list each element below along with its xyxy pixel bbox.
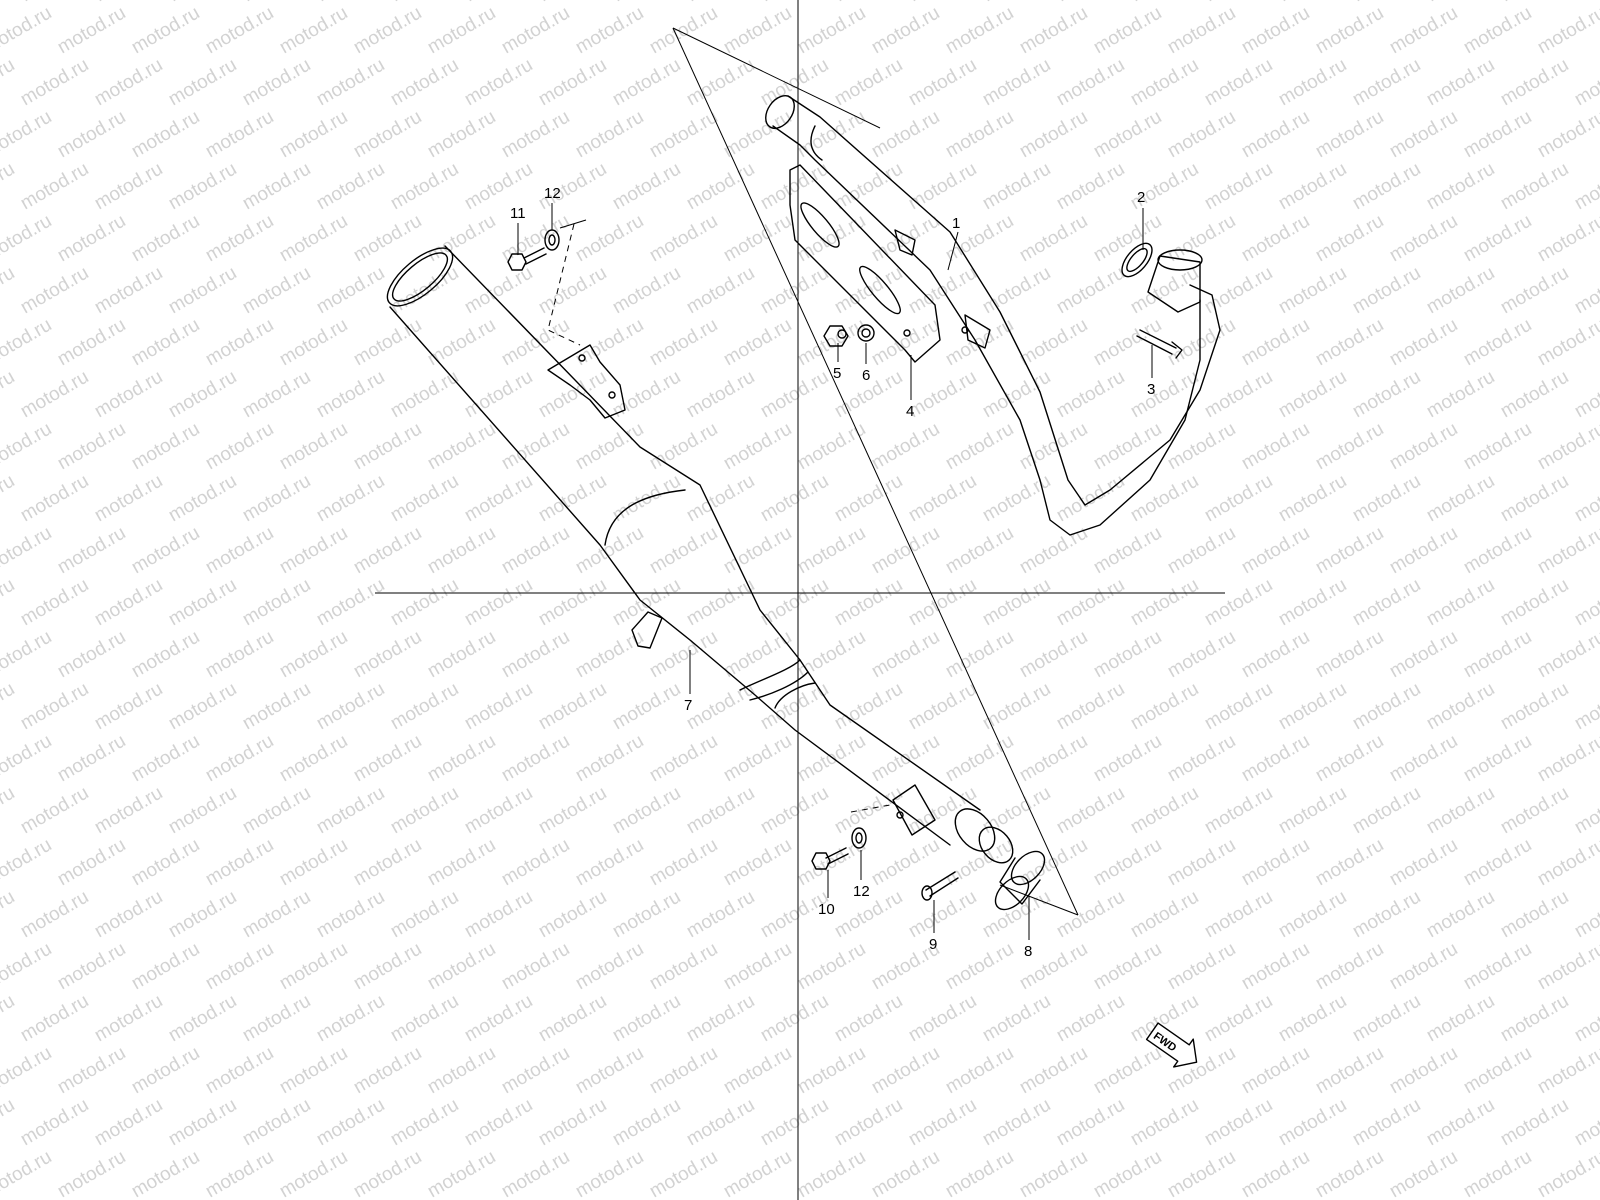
assembly-guides	[547, 219, 891, 813]
callout-8: 8	[1024, 943, 1032, 960]
callout-labels: 1 2 3 4 5 6 7 8 9 10 11 12 12	[510, 185, 1155, 960]
callout-2: 2	[1137, 189, 1145, 206]
reference-crosshair	[375, 0, 1225, 1200]
callout-11: 11	[510, 205, 526, 222]
callout-9: 9	[929, 936, 937, 953]
callout-10: 10	[818, 901, 835, 918]
nut-part-5	[823, 325, 849, 347]
joint-collar	[1147, 249, 1203, 313]
washer-part-12-lower	[851, 827, 867, 849]
callout-5: 5	[833, 365, 841, 382]
callout-3: 3	[1147, 381, 1155, 398]
exhaust-pipe-part-1	[765, 95, 1221, 536]
callout-12-lower: 12	[853, 883, 870, 900]
sleeve-part-8	[994, 850, 1046, 911]
bolt-part-3	[1136, 329, 1183, 359]
callout-4: 4	[906, 403, 914, 420]
assembly-triangle	[672, 27, 1079, 916]
bolt-part-9	[921, 871, 959, 901]
callout-7: 7	[684, 697, 692, 714]
callout-1: 1	[952, 215, 960, 232]
callout-6: 6	[862, 367, 870, 384]
bolt-part-11	[507, 247, 547, 271]
leader-lines	[517, 203, 1153, 940]
muffler-part-7	[386, 245, 1014, 864]
gasket-part-2	[1121, 242, 1153, 278]
washer-part-12-upper	[544, 229, 560, 251]
callout-12-upper: 12	[544, 185, 561, 202]
washer-part-6	[857, 324, 875, 342]
bolt-part-10	[811, 847, 849, 870]
fwd-arrow-icon: FWD	[1145, 1022, 1198, 1068]
